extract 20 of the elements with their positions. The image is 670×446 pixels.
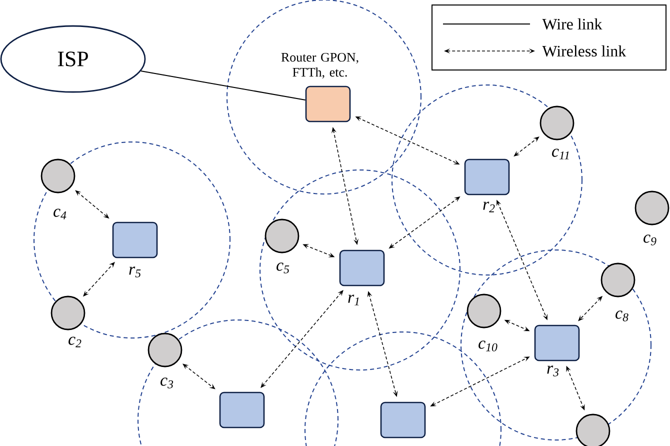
- node-label: r$_{3}$: [547, 366, 559, 376]
- node-label: c$_{3}$: [160, 378, 174, 388]
- node-label: c$_{5}$: [276, 262, 290, 274]
- ellipse-node: ISP: [0, 25, 146, 93]
- legend-text: Wireless link: [542, 45, 626, 57]
- relay-box: [380, 402, 426, 438]
- node-label: r$_{1}$: [348, 294, 359, 306]
- router-label: Router GPON, FTTh, etc.: [281, 52, 358, 78]
- client-circle: [576, 414, 610, 446]
- legend-text: Wire link: [542, 18, 602, 30]
- node-label: c$_{2}$: [68, 336, 82, 348]
- relay-box: [219, 392, 265, 428]
- node-label: r$_{5}$: [129, 266, 141, 278]
- node-label: c$_{10}$: [478, 340, 498, 352]
- wire-link-line: [140, 70, 306, 100]
- node-label: c$_{8}$: [616, 310, 628, 322]
- node-label: c$_{4}$: [54, 208, 66, 220]
- node-label: c$_{9}$: [644, 234, 656, 246]
- node-label: r$_{2}$: [483, 202, 495, 212]
- node-label: c$_{11}$: [552, 148, 569, 160]
